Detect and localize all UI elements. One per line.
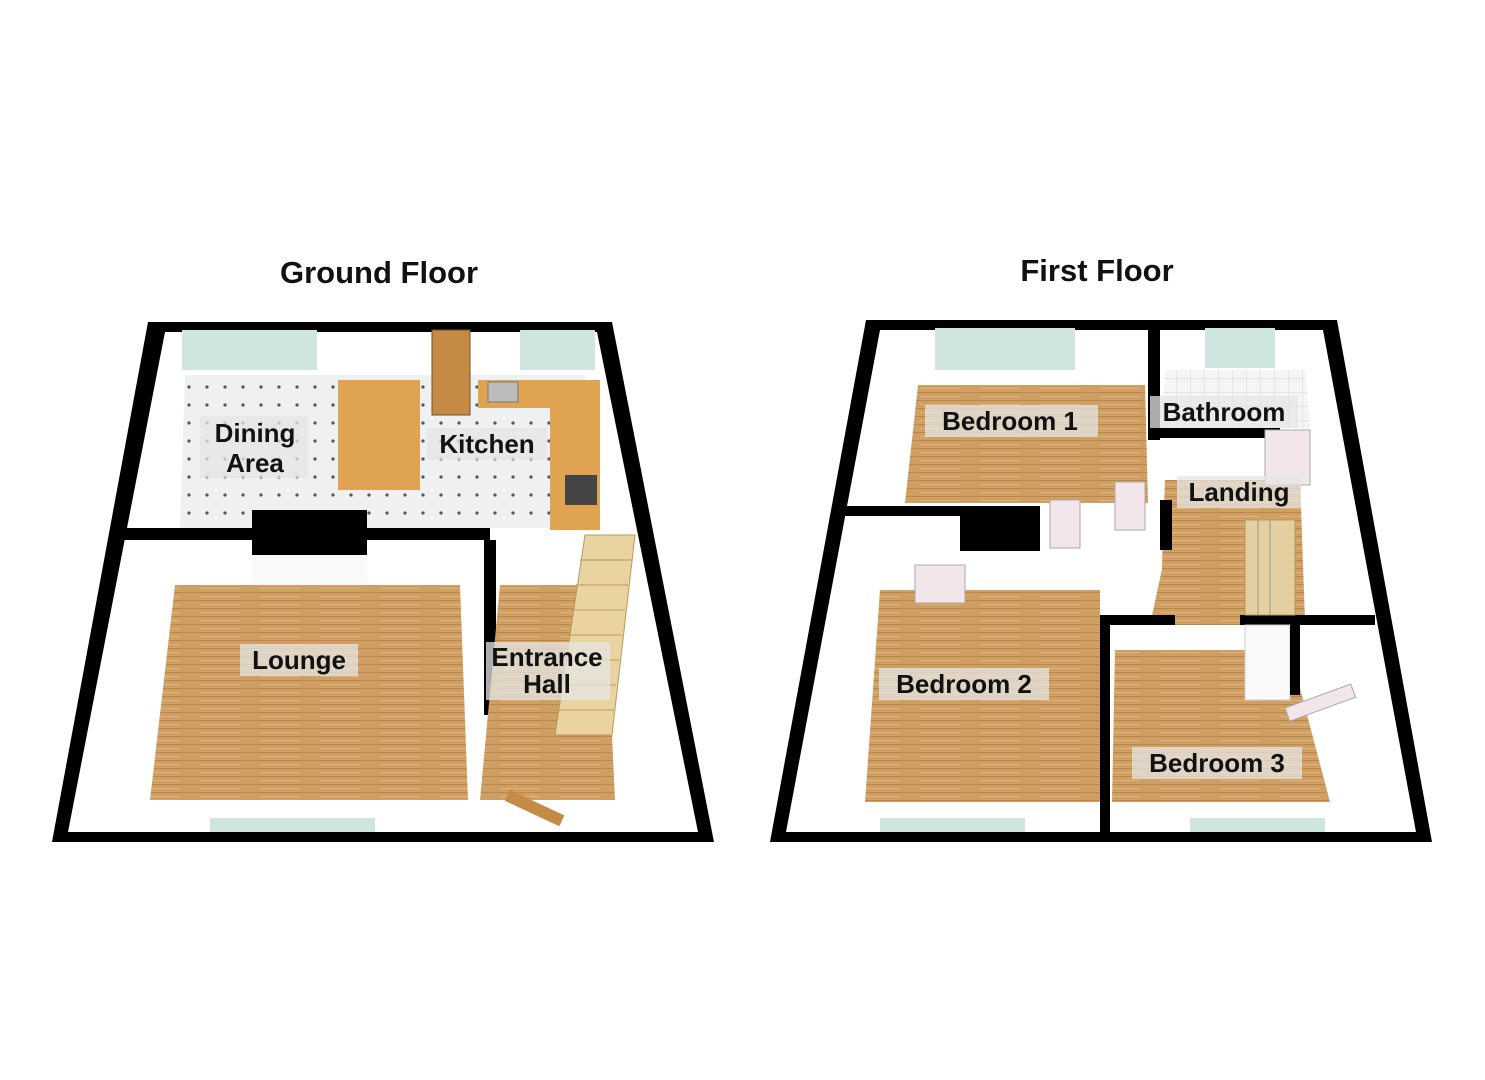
- back-door: [431, 329, 471, 416]
- svg-text:Kitchen: Kitchen: [439, 429, 534, 459]
- room-label-bedroom-2: Bedroom 2: [879, 668, 1049, 700]
- hob-icon: [565, 475, 597, 505]
- ground-floor-title: Ground Floor: [280, 255, 478, 290]
- staircase-opening: [1244, 519, 1296, 616]
- first-floor-title: First Floor: [1020, 253, 1173, 288]
- svg-text:Hall: Hall: [523, 669, 571, 699]
- sink-icon: [487, 381, 519, 403]
- room-label-bathroom: Bathroom: [1150, 396, 1298, 428]
- ground-floor: Ground Floor Di: [52, 255, 714, 842]
- window: [210, 818, 375, 832]
- room-label-landing: Landing: [1177, 476, 1301, 508]
- window: [880, 818, 1025, 832]
- svg-text:Bathroom: Bathroom: [1163, 397, 1286, 427]
- door: [1264, 429, 1311, 486]
- bedroom-3-wall: [1100, 615, 1110, 842]
- bathroom-landing-wall: [1160, 428, 1280, 438]
- window: [520, 330, 595, 370]
- svg-text:Entrance: Entrance: [491, 642, 602, 672]
- bedroom-3-top-wall: [1100, 615, 1175, 625]
- cupboard-wall: [1160, 500, 1172, 550]
- kitchen-island: [338, 380, 420, 490]
- cupboard: [1244, 624, 1291, 701]
- door: [1049, 499, 1081, 549]
- landing-lower-floor: [1150, 555, 1245, 625]
- svg-text:Area: Area: [226, 448, 284, 478]
- window: [1205, 328, 1275, 368]
- kitchen-counter-side: [550, 380, 600, 530]
- room-label-dining-area: Dining Area: [200, 416, 308, 478]
- window: [182, 330, 317, 370]
- svg-text:Landing: Landing: [1188, 477, 1289, 507]
- chimney-breast: [960, 506, 1040, 551]
- svg-text:Bedroom 3: Bedroom 3: [1149, 748, 1285, 778]
- chimney-breast: [252, 510, 367, 555]
- room-label-lounge: Lounge: [240, 644, 358, 676]
- cupboard-wall: [1290, 625, 1300, 695]
- svg-text:Dining: Dining: [215, 418, 296, 448]
- lounge-floor: [150, 585, 468, 800]
- room-label-bedroom-1: Bedroom 1: [925, 405, 1098, 437]
- divider-wall: [840, 506, 1035, 516]
- front-door: [504, 790, 565, 827]
- svg-text:Lounge: Lounge: [252, 645, 346, 675]
- door: [914, 564, 966, 604]
- room-label-bedroom-3: Bedroom 3: [1132, 747, 1302, 779]
- bedroom-1-floor: [905, 385, 1148, 503]
- bedroom-3-top-wall: [1240, 615, 1375, 625]
- first-floor: First Floor Bed: [770, 253, 1432, 842]
- room-label-kitchen: Kitchen: [427, 428, 547, 460]
- svg-text:Bedroom 2: Bedroom 2: [896, 669, 1032, 699]
- door: [1114, 481, 1146, 531]
- window: [935, 328, 1075, 370]
- room-label-entrance-hall: Entrance Hall: [486, 642, 610, 700]
- door: [1284, 683, 1357, 722]
- window: [1190, 818, 1325, 832]
- svg-text:Bedroom 1: Bedroom 1: [942, 406, 1078, 436]
